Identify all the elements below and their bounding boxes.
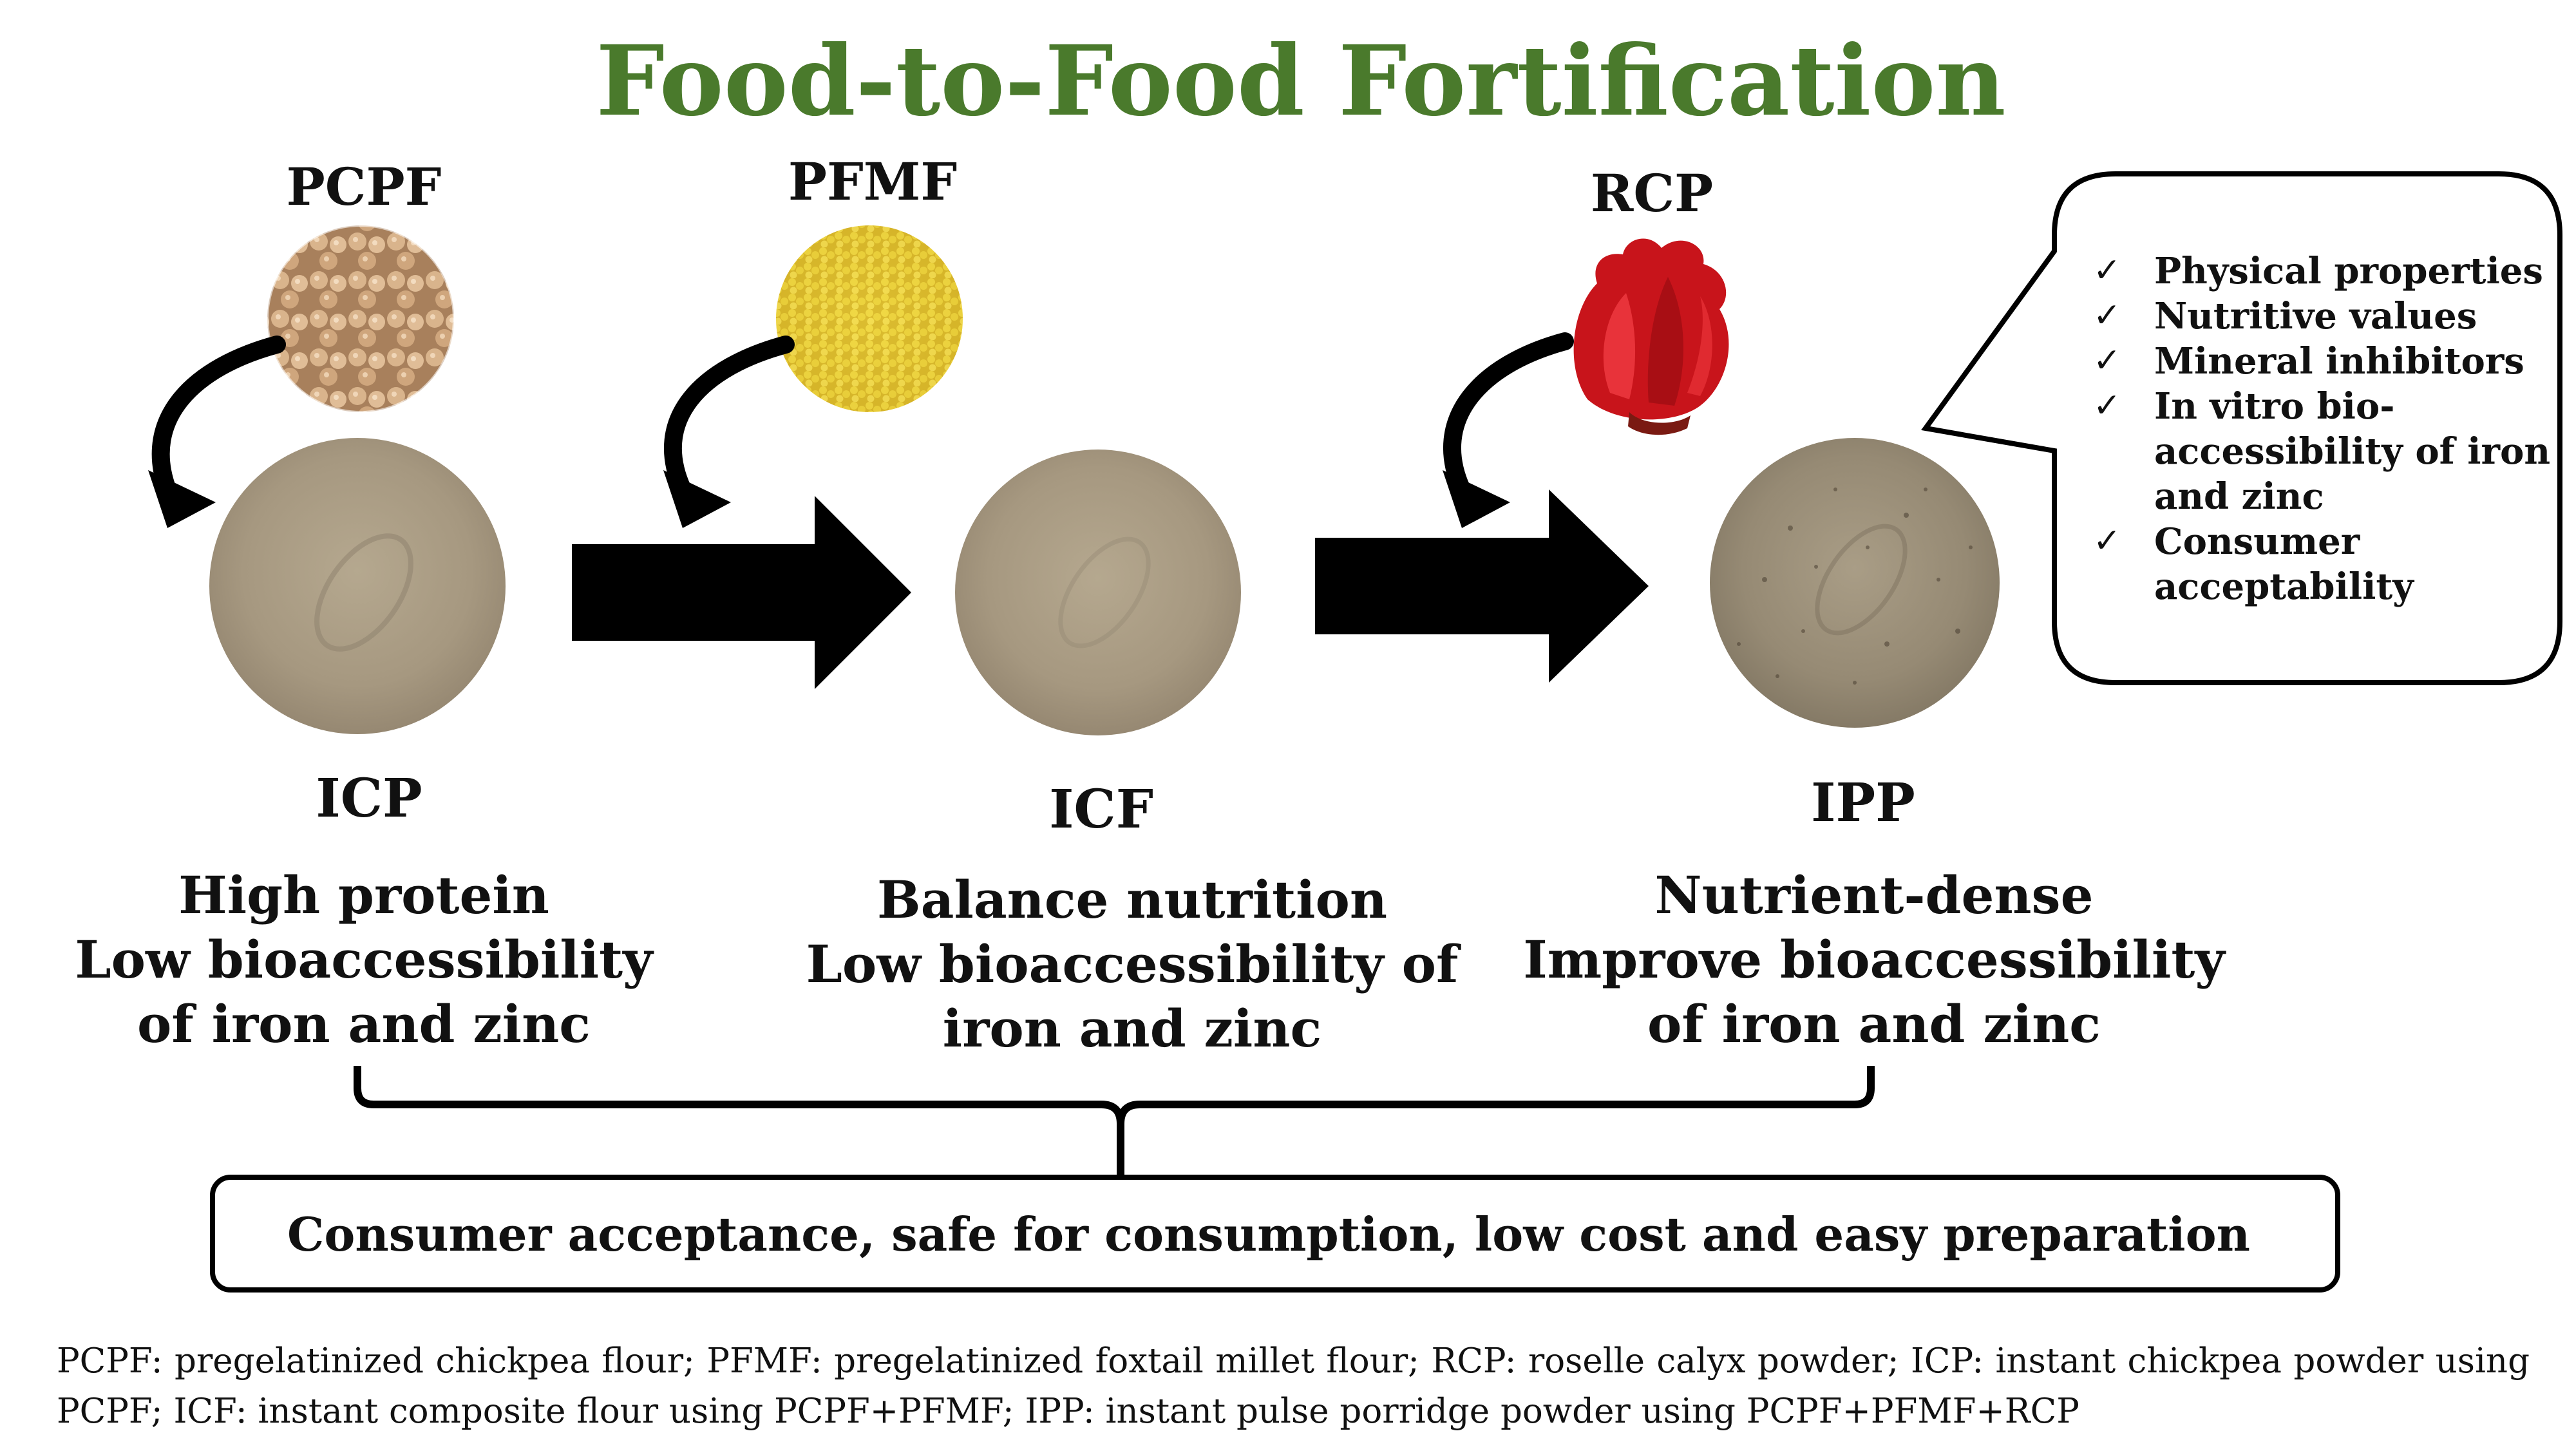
check-icon: ✓ [2093,522,2121,560]
ingredient-label-pcpf: PCPF [287,156,442,217]
footnote: PCPF: pregelatinized chickpea flour; PFM… [57,1341,2530,1431]
description-line: iron and zinc [943,998,1321,1059]
ingredient-label-pfmf: PFMF [788,151,957,212]
bubble-item: Mineral inhibitors [2154,340,2524,383]
product-label-icp: ICP [316,768,422,829]
bubble-item: accessibility of iron [2154,430,2550,473]
diagram-title: Food-to-Food Fortification [596,24,2005,138]
grouping-brace [354,1066,1875,1175]
ingredient-label-rcp: RCP [1591,163,1713,223]
powder-ipp-image [1710,438,2000,728]
process-arrow-2 [1315,489,1649,683]
chickpea-image [266,224,455,413]
description-line: Low bioaccessibility [75,929,654,990]
description-icp: High protein Low bioaccessibility of iro… [75,865,654,1054]
bubble-item: Physical properties [2154,250,2543,292]
millet-image [776,225,963,412]
check-icon: ✓ [2093,251,2121,290]
check-icon: ✓ [2093,296,2121,335]
powder-icf-image [955,450,1241,735]
description-ipp: Nutrient-dense Improve bioaccessibility … [1523,865,2226,1054]
bubble-item: Consumer [2154,520,2361,563]
description-line: Improve bioaccessibility [1523,929,2226,990]
summary-box [210,1175,2340,1293]
roselle-image [1573,238,1729,435]
check-icon: ✓ [2093,341,2121,380]
check-icon: ✓ [2093,386,2121,425]
bubble-item: In vitro bio- [2154,385,2394,428]
bubble-item: acceptability [2154,565,2414,608]
description-line: Balance nutrition [877,869,1387,930]
bubble-item: and zinc [2154,475,2324,518]
bubble-item: Nutritive values [2154,295,2477,337]
summary-text: Consumer acceptance, safe for consumptio… [287,1207,2250,1262]
description-line: of iron and zinc [137,994,591,1054]
curved-arrow-2 [663,336,795,528]
description-line: of iron and zinc [1647,994,2101,1054]
bubble-checklist: ✓ Physical properties ✓ Nutritive values… [2093,250,2550,608]
product-label-ipp: IPP [1811,772,1915,834]
description-line: Low bioaccessibility of [806,934,1461,994]
product-label-icf: ICF [1049,779,1153,840]
speech-bubble [1920,171,2562,685]
powder-icp-image [209,438,506,734]
curved-arrow-3 [1443,332,1574,528]
description-icf: Balance nutrition Low bioaccessibility o… [806,869,1461,1059]
description-line: High protein [178,865,549,925]
process-arrow-1 [572,496,911,689]
curved-arrow-1 [148,336,286,528]
description-line: Nutrient-dense [1655,865,2094,925]
